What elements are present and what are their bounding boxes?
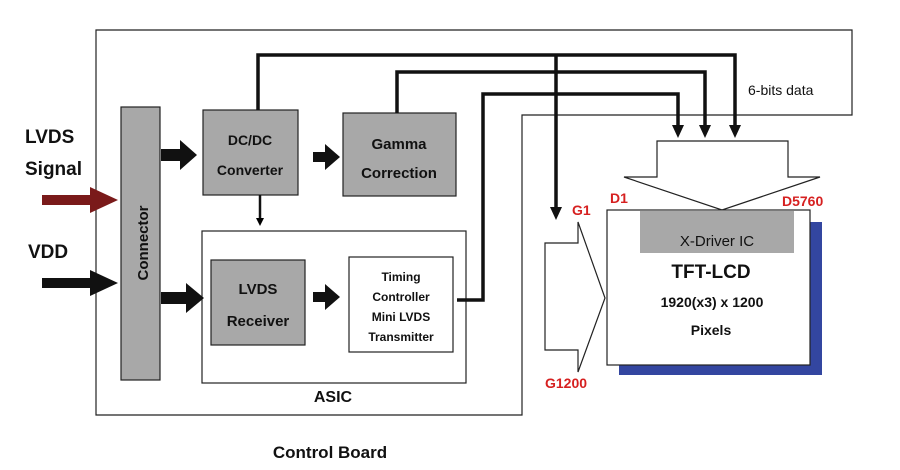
connector-block	[120, 106, 161, 381]
gamma-correction-block	[342, 112, 457, 197]
lvds-receiver-block	[210, 259, 306, 346]
dcdc-label-line1: DC/DC	[228, 132, 272, 148]
dcdc-label-line2: Converter	[217, 162, 284, 178]
data-bus-label: 6-bits data	[748, 82, 814, 98]
gate-driver-hollow-arrow	[544, 221, 606, 373]
data-bus-lines	[256, 53, 737, 302]
d5760-marker: D5760	[782, 193, 823, 209]
timing-controller-block	[348, 256, 454, 353]
tcon-label-line2: Controller	[372, 290, 430, 304]
lvds-receiver-label-line1: LVDS	[239, 281, 278, 298]
tcon-label-line3: Mini LVDS	[372, 310, 430, 324]
control-board-label: Control Board	[273, 443, 387, 462]
lvds-signal-label-line2: Signal	[25, 159, 82, 180]
panel-resolution: 1920(x3) x 1200	[661, 294, 764, 310]
bus-arrowhead-2	[699, 125, 711, 138]
lvds-signal-label-line1: LVDS	[25, 127, 74, 148]
dcdc-to-gamma-arrow	[313, 144, 340, 170]
asic-label: ASIC	[314, 389, 353, 406]
x-driver-ic-label: X-Driver IC	[680, 233, 754, 250]
control-board-outline	[95, 29, 853, 416]
tcon-label-line4: Transmitter	[368, 330, 434, 344]
source-driver-hollow-arrow	[623, 140, 821, 211]
gamma-label-line2: Correction	[361, 165, 437, 182]
g1200-marker: G1200	[545, 375, 587, 391]
d1-marker: D1	[610, 190, 628, 206]
connector-label: Connector	[135, 205, 152, 280]
vdd-label: VDD	[28, 242, 68, 263]
panel-title: TFT-LCD	[671, 262, 750, 283]
tcon-label-line1: Timing	[381, 270, 420, 284]
gamma-label-line1: Gamma	[371, 136, 427, 153]
lvds-receiver-label-line2: Receiver	[227, 313, 290, 330]
panel-pixels: Pixels	[691, 322, 732, 338]
receiver-to-tcon-arrow	[313, 284, 340, 310]
vdd-arrow	[42, 270, 118, 296]
x-driver-ic-block	[640, 211, 794, 253]
dcdc-converter-block	[202, 109, 299, 196]
connector-to-dcdc-arrow	[161, 140, 197, 170]
lvds-signal-arrow	[42, 187, 118, 213]
bus-arrowhead-3	[729, 125, 741, 138]
connector-to-receiver-arrow	[161, 283, 204, 313]
bus-arrowhead-1	[672, 125, 684, 138]
g1-marker: G1	[572, 202, 591, 218]
gate-arrowhead	[550, 207, 562, 220]
